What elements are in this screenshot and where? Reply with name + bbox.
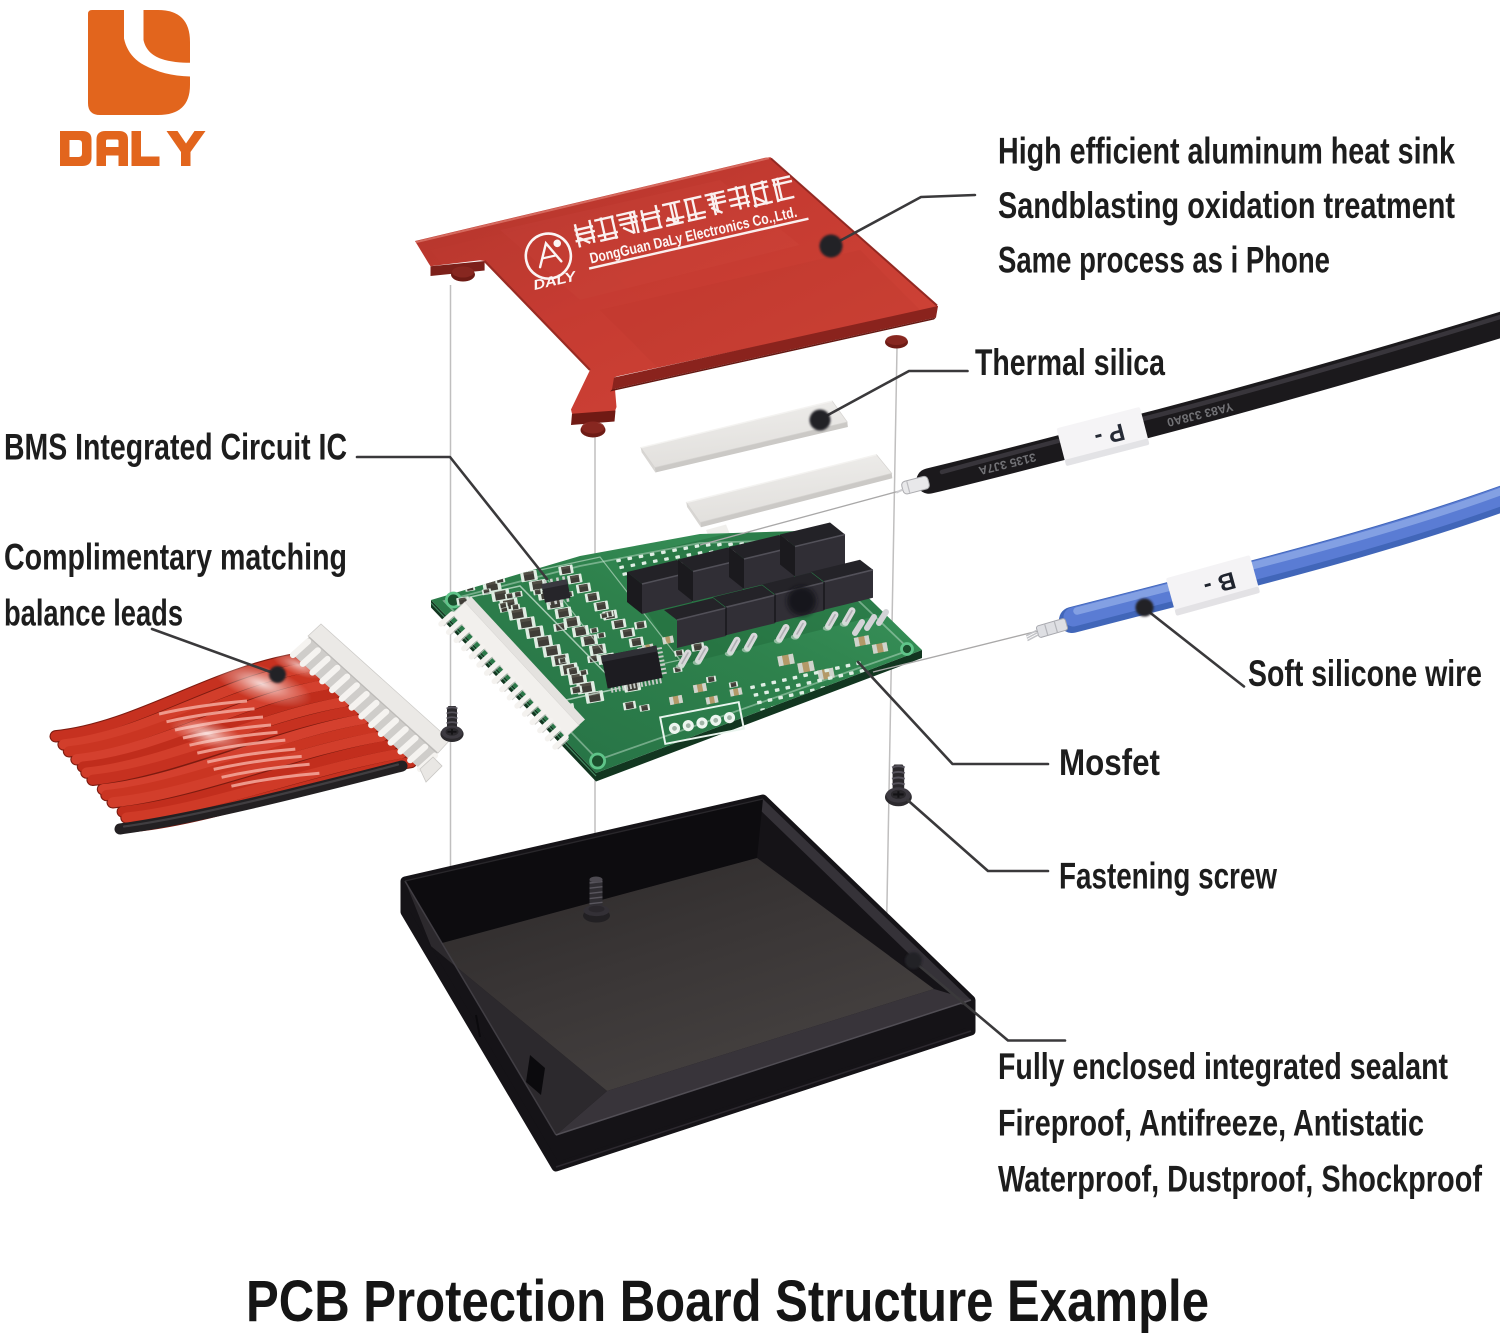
- svg-text:Thermal silica: Thermal silica: [975, 342, 1165, 383]
- svg-text:BMS Integrated Circuit IC: BMS Integrated Circuit IC: [4, 427, 347, 468]
- svg-text:Fully enclosed integrated seal: Fully enclosed integrated sealant: [998, 1046, 1448, 1087]
- svg-text:Mosfet: Mosfet: [1059, 742, 1160, 783]
- svg-text:Waterproof, Dustproof, Shockpr: Waterproof, Dustproof, Shockproof: [998, 1159, 1483, 1200]
- svg-text:Complimentary matching: Complimentary matching: [4, 537, 347, 578]
- svg-text:PCB Protection Board Structure: PCB Protection Board Structure Example: [246, 1269, 1209, 1334]
- svg-text:Fireproof, Antifreeze, Antista: Fireproof, Antifreeze, Antistatic: [998, 1103, 1424, 1144]
- svg-text:Soft silicone wire: Soft silicone wire: [1248, 653, 1482, 694]
- svg-text:Sandblasting oxidation treatme: Sandblasting oxidation treatment: [998, 185, 1455, 226]
- svg-text:Fastening screw: Fastening screw: [1059, 856, 1277, 897]
- svg-text:Same process as i Phone: Same process as i Phone: [998, 240, 1330, 281]
- svg-text:High efficient aluminum heat s: High efficient aluminum heat sink: [998, 131, 1455, 172]
- svg-text:balance leads: balance leads: [4, 593, 183, 634]
